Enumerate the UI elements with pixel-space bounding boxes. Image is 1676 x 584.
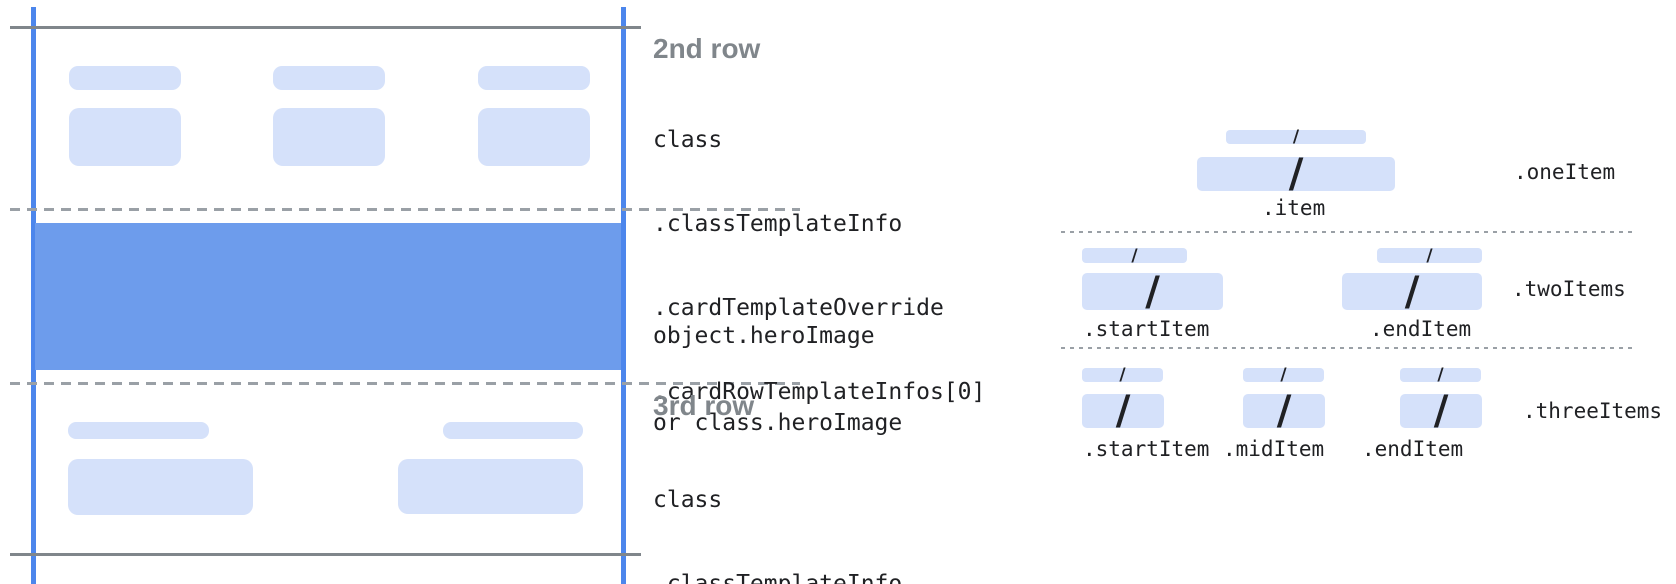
item-value-bar: / xyxy=(1082,268,1223,315)
row2-path-line: .classTemplateInfo xyxy=(653,211,903,237)
row2-path: class .classTemplateInfo .cardTemplateOv… xyxy=(653,70,985,462)
template-divider-dotted xyxy=(1061,231,1633,233)
item-label: .item xyxy=(1262,196,1326,220)
item-label-bar: / xyxy=(1082,245,1187,266)
field-value-placeholder xyxy=(478,108,590,166)
slash-glyph: / xyxy=(1288,151,1304,197)
item-label-bar: / xyxy=(1243,365,1324,385)
field-value-placeholder xyxy=(398,459,583,514)
slash-glyph: / xyxy=(1426,245,1433,266)
slash-glyph: / xyxy=(1131,245,1138,266)
row3-path-line: .classTemplateInfo xyxy=(653,571,903,584)
field-label-placeholder xyxy=(478,66,590,90)
row3-heading: 3rd row xyxy=(653,390,755,421)
row-divider-dashed-bottom xyxy=(10,382,800,385)
card-bottom-edge xyxy=(10,553,641,556)
field-value-placeholder xyxy=(273,108,385,166)
field-value-placeholder xyxy=(68,459,253,515)
field-label-placeholder xyxy=(69,66,181,90)
item-label-bar: / xyxy=(1400,365,1481,385)
slash-glyph: / xyxy=(1404,268,1420,315)
row-divider-dashed-top xyxy=(10,208,800,211)
row2-heading: 2nd row xyxy=(653,33,761,64)
item-value-bar: / xyxy=(1342,268,1482,315)
slash-glyph: / xyxy=(1437,365,1444,385)
item-label: .endItem xyxy=(1362,437,1464,461)
row3-path-line: class xyxy=(653,487,723,513)
slash-glyph: / xyxy=(1292,127,1300,147)
item-value-bar: / xyxy=(1400,388,1482,434)
item-label-bar: / xyxy=(1377,245,1482,266)
hero-image-band xyxy=(35,223,621,370)
row2-path-line: class xyxy=(653,127,723,153)
hero-path-line: or class.heroImage xyxy=(653,410,903,436)
card-top-edge xyxy=(10,26,641,29)
row3-path: class .classTemplateInfo .cardTemplateOv… xyxy=(653,430,985,584)
item-label: .startItem xyxy=(1083,437,1210,461)
item-label: .startItem xyxy=(1083,317,1210,341)
item-label: .endItem xyxy=(1370,317,1472,341)
vertical-guide-right xyxy=(621,7,626,584)
item-label-bar: / xyxy=(1226,127,1366,147)
slash-glyph: / xyxy=(1280,365,1287,385)
slash-glyph: / xyxy=(1119,365,1126,385)
hero-path-line: object.heroImage xyxy=(653,323,875,349)
field-label-placeholder xyxy=(443,422,583,439)
template-divider-dotted xyxy=(1061,347,1633,349)
field-value-placeholder xyxy=(69,108,181,166)
field-label-placeholder xyxy=(68,422,209,439)
item-value-bar: / xyxy=(1082,388,1164,434)
item-label-bar: / xyxy=(1082,365,1163,385)
row2-path-line: .cardTemplateOverride xyxy=(653,295,944,321)
slash-glyph: / xyxy=(1115,388,1131,434)
slash-glyph: / xyxy=(1433,388,1449,434)
field-label-placeholder xyxy=(273,66,385,90)
template-group-label: .threeItems xyxy=(1523,399,1663,423)
template-group-label: .twoItems xyxy=(1512,277,1626,301)
item-value-bar: / xyxy=(1243,388,1325,434)
vertical-guide-left xyxy=(31,7,36,584)
slash-glyph: / xyxy=(1276,388,1292,434)
template-group-label: .oneItem xyxy=(1514,160,1616,184)
row2-path-line: .cardRowTemplateInfos[0] xyxy=(653,379,986,405)
hero-path: object.heroImage or class.heroImage xyxy=(653,264,902,496)
slash-glyph: / xyxy=(1145,268,1160,315)
item-label: .midItem xyxy=(1223,437,1325,461)
item-value-bar: / xyxy=(1197,151,1395,197)
